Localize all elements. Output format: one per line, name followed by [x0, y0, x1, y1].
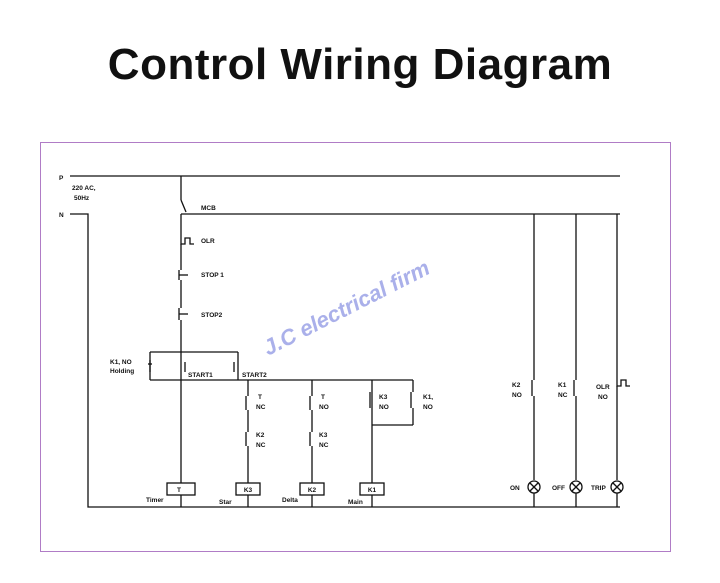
- on-contact-line1: K2: [512, 382, 521, 389]
- k2-nc-label-line2: NC: [256, 442, 266, 449]
- olr-label: OLR: [201, 238, 215, 245]
- start2-label: START2: [242, 372, 267, 379]
- k2-nc-label-line1: K2: [256, 432, 265, 439]
- off-lamp-label: OFF: [552, 485, 565, 492]
- holding-label-line2: Holding: [110, 368, 134, 375]
- timer-coil: [166, 482, 196, 496]
- olr-contact: [180, 237, 194, 245]
- t-no-label-line1: T: [321, 394, 325, 401]
- k1-no-label-line1: K1,: [423, 394, 433, 401]
- star-coil-tag: K3: [244, 487, 253, 494]
- stop1-label: STOP 1: [201, 272, 224, 279]
- off-contact-line2: NC: [558, 392, 568, 399]
- rating-line2: 50Hz: [74, 195, 90, 202]
- trip-contact-line2: NO: [598, 394, 608, 401]
- start1-label: START1: [188, 372, 213, 379]
- trip-lamp-label: TRIP: [591, 485, 606, 492]
- main-label: Main: [348, 499, 363, 506]
- holding-label-line1: K1, NO: [110, 359, 132, 366]
- neutral-label: N: [59, 212, 64, 219]
- neutral-rail: [70, 213, 620, 508]
- k3-no-label-line1: K3: [379, 394, 388, 401]
- phase-label: P: [59, 175, 64, 182]
- k3-nc-label-line2: NC: [319, 442, 329, 449]
- delta-label: Delta: [282, 497, 298, 504]
- main-coil-tag: K1: [368, 487, 377, 494]
- mcb-switch: [180, 199, 187, 213]
- on-contact-line2: NO: [512, 392, 522, 399]
- rating-line1: 220 AC,: [72, 185, 96, 192]
- k1-no-label-line2: NO: [423, 404, 433, 411]
- on-lamp-label: ON: [510, 485, 520, 492]
- delta-coil-tag: K2: [308, 487, 317, 494]
- t-nc-label-line2: NC: [256, 404, 266, 411]
- olr-no-indicator-contact: [616, 379, 630, 387]
- t-no-label-line2: NO: [319, 404, 329, 411]
- diagram-frame: [40, 142, 671, 552]
- timer-label: Timer: [146, 497, 164, 504]
- trip-contact-line1: OLR: [596, 384, 610, 391]
- k3-nc-label-line1: K3: [319, 432, 328, 439]
- timer-coil-tag: T: [177, 487, 181, 494]
- page-title: Control Wiring Diagram: [107, 40, 613, 89]
- star-label: Star: [219, 499, 232, 506]
- t-nc-label-line1: T: [258, 394, 262, 401]
- off-contact-line1: K1: [558, 382, 567, 389]
- watermark: J.C electrical firm: [259, 255, 434, 361]
- stop2-label: STOP2: [201, 312, 223, 319]
- k3-no-label-line2: NO: [379, 404, 389, 411]
- mcb-label: MCB: [201, 205, 216, 212]
